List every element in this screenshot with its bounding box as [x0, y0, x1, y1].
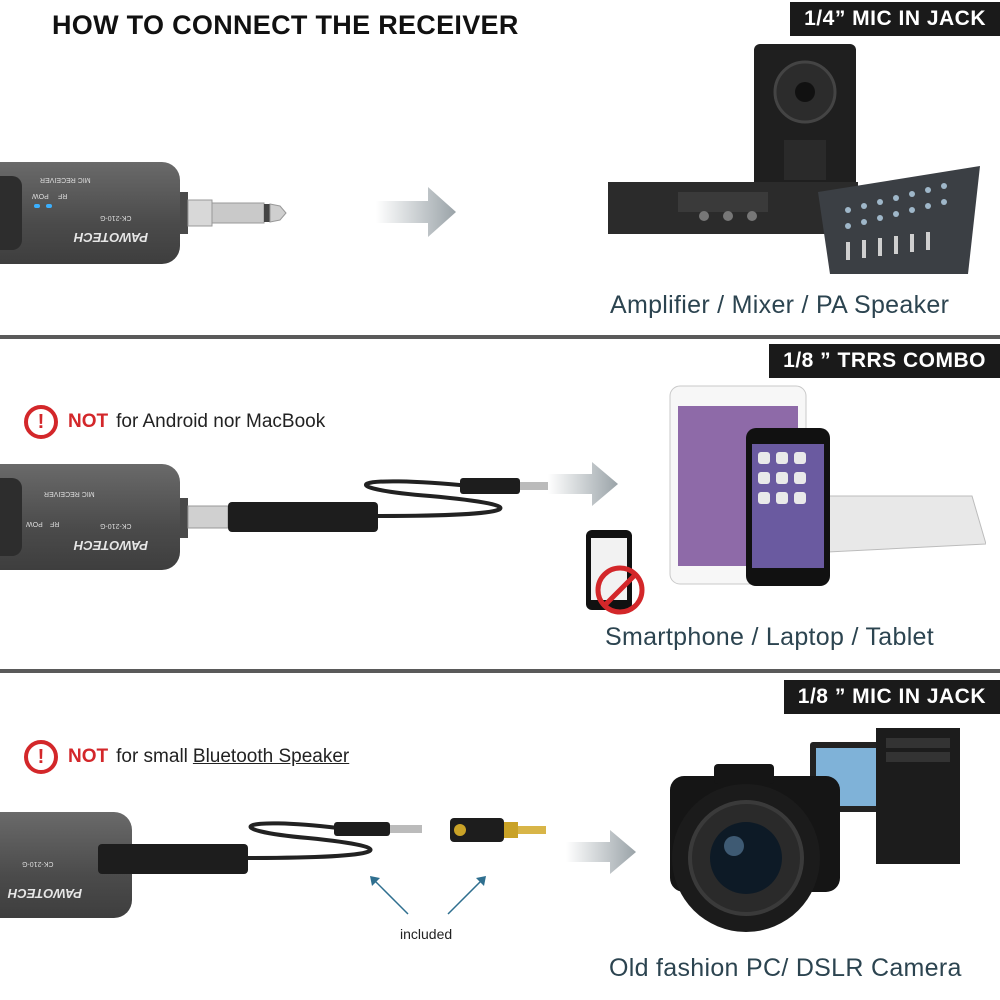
section-1-caption: Amplifier / Mixer / PA Speaker	[610, 291, 950, 319]
receiver-label: MIC RECEIVER	[44, 490, 95, 497]
receiver-label: MIC RECEIVER	[40, 176, 91, 183]
section-3-tag: 1/8 ” MIC IN JACK	[783, 680, 1000, 714]
mobile-devices-illustration	[586, 385, 986, 615]
trrs-cable-icon	[180, 478, 550, 538]
section-2-warning: ! NOT for Android nor MacBook	[24, 405, 325, 439]
section-2-tag: 1/8 ” TRRS COMBO	[769, 344, 1000, 378]
page-title: HOW TO CONNECT THE RECEIVER	[52, 10, 519, 40]
receiver-brand: PAWOTECH	[74, 230, 149, 245]
section-1-tag: 1/4” MIC IN JACK	[790, 2, 1000, 36]
mixer-icon	[818, 166, 980, 274]
warning-not-label: NOT	[68, 746, 109, 767]
arrow-right-icon	[548, 462, 618, 506]
arrow-right-icon	[566, 830, 636, 874]
pc-tower-icon	[876, 728, 960, 864]
warning-text: for Android nor MacBook	[116, 411, 326, 432]
cable-and-adapter-icon	[98, 818, 546, 874]
receiver-grip	[0, 176, 22, 250]
prohibited-icon	[595, 565, 645, 615]
pc-and-camera-illustration	[670, 728, 960, 932]
audio-equipment-illustration	[608, 44, 980, 274]
receiver-device-2: MIC RECEIVER RF POW CK-210-G PAWOTECH	[0, 464, 180, 570]
receiver-model: CK-210-G	[22, 860, 54, 867]
section-3-caption: Old fashion PC/ DSLR Camera	[609, 954, 962, 982]
receiver-led-pow-label: POW	[32, 192, 49, 199]
led-icon	[34, 204, 40, 208]
receiver-model: CK-210-G	[100, 214, 132, 221]
section-divider	[0, 335, 1000, 339]
receiver-device-1: MIC RECEIVER RF POW CK-210-G PAWOTECH	[0, 162, 180, 264]
led-icon	[46, 204, 52, 208]
warning-text: for small	[116, 746, 188, 767]
quarter-inch-plug-icon	[180, 192, 287, 234]
arrow-right-icon	[376, 187, 456, 237]
warning-underlined-text: Bluetooth Speaker	[192, 746, 350, 767]
section-2-caption: Smartphone / Laptop / Tablet	[605, 623, 934, 651]
receiver-led-rf-label: RF	[58, 192, 68, 199]
receiver-led-pow-label: POW	[26, 520, 43, 527]
warning-icon: !	[24, 405, 58, 439]
section-3-warning: ! NOT for small Bluetooth Speaker	[24, 740, 349, 774]
receiver-model: CK-210-G	[100, 522, 132, 529]
pointer-arrows-icon	[370, 876, 486, 915]
receiver-brand: PAWOTECH	[74, 538, 149, 553]
receiver-grip	[0, 478, 22, 556]
adapter-icon	[450, 818, 504, 842]
receiver-brand: PAWOTECH	[8, 886, 83, 901]
receiver-led-rf-label: RF	[50, 520, 60, 527]
section-divider	[0, 669, 1000, 673]
warning-not-label: NOT	[68, 411, 109, 432]
warning-icon: !	[24, 740, 58, 774]
included-note: included	[400, 926, 453, 942]
